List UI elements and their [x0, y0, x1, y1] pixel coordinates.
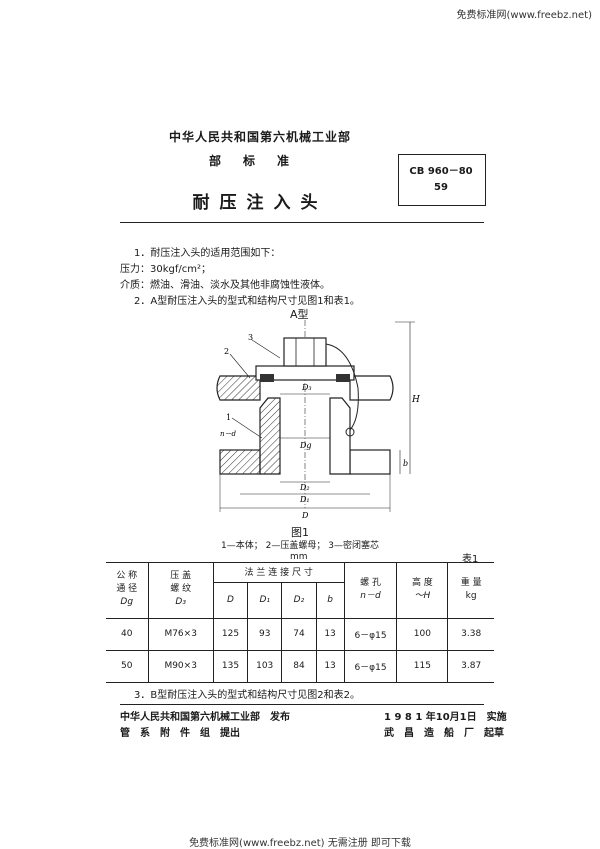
footer-publisher: 中华人民共和国第六机械工业部 发布 — [120, 712, 290, 723]
page-number: 59 — [434, 182, 448, 193]
hdr-flange: 法 兰 连 接 尺 寸 — [213, 562, 345, 583]
figure-caption: 图1 — [291, 526, 309, 539]
para-type-a: 2．A型耐压注入头的型式和结构尺寸见图1和表1。 — [134, 296, 360, 307]
figure-type-label: A型 — [290, 308, 309, 321]
hdr-flange-d2: D₂ — [293, 595, 305, 605]
hdr-holes-2: n－d — [360, 590, 381, 601]
cell-holes: 6－φ15 — [344, 650, 398, 683]
hdr-nominal-1: 公 称 — [116, 571, 138, 582]
hdr-flange-d: D — [227, 595, 234, 605]
cell-weight: 3.38 — [447, 618, 494, 651]
part-label-1: 1 — [226, 413, 231, 422]
table-row: 40 M76×3 125 93 74 13 6－φ15 100 3.38 — [106, 618, 494, 651]
footer-drafter: 武 昌 造 船 厂 起草 — [384, 728, 504, 739]
dim-label-d: D — [301, 511, 309, 520]
table-row: 50 M90×3 135 103 84 13 6－φ15 115 3.87 — [106, 650, 494, 683]
dim-label-d3: D₃ — [301, 383, 312, 392]
hdr-flange-d1: D₁ — [259, 595, 270, 605]
cell-height: 100 — [396, 618, 449, 651]
hdr-height-2: ～H — [414, 590, 431, 601]
cell-d2: 84 — [281, 650, 317, 683]
footer-divider — [120, 704, 484, 705]
hdr-weight-1: 重 量 — [460, 577, 482, 588]
cell-height: 115 — [396, 650, 449, 683]
para-type-b: 3．B型耐压注入头的型式和结构尺寸见图2和表2。 — [134, 690, 360, 701]
hdr-nominal-3: Dg — [120, 597, 134, 608]
part-label-2: 2 — [224, 347, 229, 356]
footer-proposer: 管 系 附 件 组 提出 — [120, 728, 240, 739]
footer-effective-date: 1 9 8 1 年10月1日 实施 — [384, 712, 507, 723]
cell-dg: 50 — [106, 650, 149, 683]
watermark-top: 免费标准网(www.freebz.net) — [456, 10, 592, 21]
dim-label-d1: D₁ — [299, 495, 310, 504]
part-label-3: 3 — [248, 333, 253, 342]
cell-thread: M76×3 — [148, 618, 214, 651]
hdr-thread-1: 压 盖 — [170, 571, 192, 582]
cell-holes: 6－φ15 — [344, 618, 398, 651]
dim-label-b: b — [403, 459, 408, 468]
document-title: 耐压注入头 — [192, 193, 328, 213]
table-unit: mm — [290, 552, 308, 562]
para-scope: 1．耐压注入头的适用范围如下： — [134, 248, 281, 259]
para-medium: 介质：燃油、滑油、淡水及其他非腐蚀性液体。 — [120, 280, 330, 291]
cell-d2: 74 — [281, 618, 317, 651]
cell-d1: 103 — [247, 650, 283, 683]
cell-b: 13 — [316, 618, 345, 651]
standard-type: 部标准 — [208, 154, 311, 168]
para-pressure: 压力：30kgf/cm²； — [120, 264, 212, 275]
ministry-name: 中华人民共和国第六机械工业部 — [168, 130, 351, 144]
cell-dg: 40 — [106, 618, 149, 651]
dim-label-nd: n－d — [220, 430, 237, 438]
table-label: 表1 — [462, 554, 479, 565]
cell-d: 125 — [213, 618, 249, 651]
injection-head-drawing: 2 3 1 n－d D₃ Dg D₂ D₁ D H b — [216, 320, 420, 520]
dim-label-d2: D₂ — [299, 483, 310, 492]
cell-b: 13 — [316, 650, 345, 683]
header-divider — [120, 222, 484, 223]
hdr-thread-2: 螺 纹 — [170, 584, 192, 595]
hdr-height-1: 高 度 — [411, 577, 433, 588]
cell-d1: 93 — [247, 618, 283, 651]
hdr-thread-3: D₃ — [175, 597, 186, 608]
standard-code-box — [398, 154, 486, 206]
dim-label-dg: Dg — [299, 441, 312, 450]
hdr-nominal-2: 通 径 — [116, 584, 138, 595]
figure-legend: 1—本体； 2—压盖螺母； 3—密闭塞芯 — [221, 541, 379, 551]
watermark-bottom: 免费标准网(www.freebz.net) 无需注册 即可下载 — [189, 838, 411, 849]
cell-d: 135 — [213, 650, 249, 683]
standard-code: CB 960－80 — [409, 166, 473, 177]
dim-label-h: H — [411, 395, 420, 405]
spec-table: 公 称 通 径 Dg 压 盖 螺 纹 D₃ 法 兰 连 接 尺 寸 螺 孔 n－… — [106, 562, 494, 683]
cell-thread: M90×3 — [148, 650, 214, 683]
hdr-weight-2: kg — [465, 590, 477, 601]
hdr-flange-b: b — [327, 595, 333, 605]
hdr-holes-1: 螺 孔 — [360, 577, 381, 588]
cell-weight: 3.87 — [447, 650, 494, 683]
